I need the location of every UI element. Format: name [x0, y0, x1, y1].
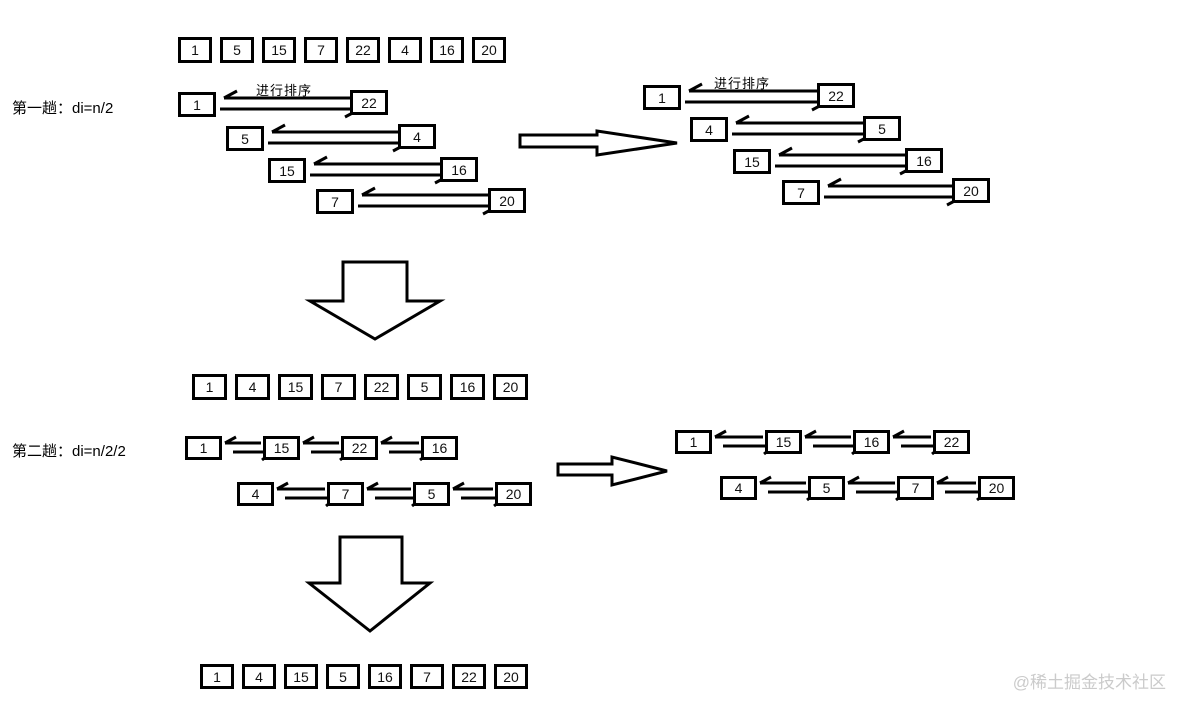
initial-array-cell: 20 — [472, 37, 506, 63]
pair-arrowhead-left — [688, 82, 703, 93]
pass2-right-box: 7 — [897, 476, 934, 500]
final-array-cell: 16 — [368, 664, 402, 689]
chain-arrowhead-left — [224, 435, 237, 445]
pass2-label: 第二趟：di=n/2/2 — [12, 443, 126, 460]
pass1-left-box: 1 — [178, 92, 216, 117]
pass2-right-box: 15 — [765, 430, 802, 454]
final-array-cell: 15 — [284, 664, 318, 689]
big-right-arrow-1 — [518, 129, 678, 157]
pair-arrowhead-left — [223, 89, 238, 100]
pass1-right-box: 15 — [733, 149, 771, 174]
pass1-left-box: 7 — [316, 189, 354, 214]
pass1-left-box: 15 — [268, 158, 306, 183]
chain-arrowhead-left — [759, 475, 772, 485]
final-array-cell: 5 — [326, 664, 360, 689]
final-array-cell: 4 — [242, 664, 276, 689]
pass1-left-box: 22 — [350, 90, 388, 115]
pass2-right-box: 4 — [720, 476, 757, 500]
pair-arrowhead-left — [361, 186, 376, 197]
pass2-right-box: 20 — [978, 476, 1015, 500]
pass1-right-box: 7 — [782, 180, 820, 205]
after-pass1-array-cell: 16 — [450, 374, 485, 400]
pass1-left-box: 20 — [488, 188, 526, 213]
initial-array-cell: 7 — [304, 37, 338, 63]
after-pass1-array-cell: 22 — [364, 374, 399, 400]
pass1-left-box: 16 — [440, 157, 478, 182]
pass2-left-box: 5 — [413, 482, 450, 506]
after-pass1-array-cell: 4 — [235, 374, 270, 400]
after-pass1-array-cell: 7 — [321, 374, 356, 400]
pass2-left-box: 15 — [263, 436, 300, 460]
pass1-left-box: 5 — [226, 126, 264, 151]
chain-arrowhead-left — [804, 429, 817, 439]
pass2-left-box: 1 — [185, 436, 222, 460]
final-array-cell: 22 — [452, 664, 486, 689]
sort-hint-right: 进行排序 — [714, 76, 771, 91]
chain-arrowhead-left — [276, 481, 289, 491]
initial-array-cell: 1 — [178, 37, 212, 63]
pass2-left-box: 20 — [495, 482, 532, 506]
sort-hint-left: 进行排序 — [256, 83, 313, 98]
big-right-arrow-2 — [556, 455, 668, 487]
pair-arrowhead-left — [271, 123, 286, 134]
pass2-left-box: 22 — [341, 436, 378, 460]
initial-array-cell: 22 — [346, 37, 380, 63]
pass1-right-box: 4 — [690, 117, 728, 142]
chain-arrowhead-left — [714, 429, 727, 439]
final-array-cell: 7 — [410, 664, 444, 689]
chain-arrowhead-left — [847, 475, 860, 485]
pass1-right-box: 5 — [863, 116, 901, 141]
pair-arrowhead-left — [827, 177, 842, 188]
pass2-left-box: 4 — [237, 482, 274, 506]
initial-array-cell: 16 — [430, 37, 464, 63]
final-array-cell: 1 — [200, 664, 234, 689]
pass1-label: 第一趟：di=n/2 — [12, 100, 114, 117]
chain-arrowhead-left — [452, 481, 465, 491]
pair-arrowhead-left — [735, 114, 750, 125]
pass1-right-box: 16 — [905, 148, 943, 173]
chain-arrowhead-left — [380, 435, 393, 445]
pair-arrowhead-left — [313, 155, 328, 166]
pass2-left-box: 16 — [421, 436, 458, 460]
initial-array-cell: 5 — [220, 37, 254, 63]
chain-arrowhead-left — [892, 429, 905, 439]
initial-array-cell: 4 — [388, 37, 422, 63]
pass2-right-box: 5 — [808, 476, 845, 500]
pass1-right-box: 20 — [952, 178, 990, 203]
pass2-right-box: 16 — [853, 430, 890, 454]
after-pass1-array-cell: 5 — [407, 374, 442, 400]
chain-arrowhead-left — [302, 435, 315, 445]
after-pass1-array-cell: 20 — [493, 374, 528, 400]
pass1-right-box: 1 — [643, 85, 681, 110]
final-array-cell: 20 — [494, 664, 528, 689]
pass1-right-box: 22 — [817, 83, 855, 108]
big-down-arrow-2 — [304, 535, 435, 633]
initial-array-cell: 15 — [262, 37, 296, 63]
watermark: @稀土掘金技术社区 — [1012, 673, 1166, 692]
pass1-left-box: 4 — [398, 124, 436, 149]
chain-arrowhead-left — [936, 475, 949, 485]
after-pass1-array-cell: 1 — [192, 374, 227, 400]
pass2-left-box: 7 — [327, 482, 364, 506]
after-pass1-array-cell: 15 — [278, 374, 313, 400]
big-down-arrow-1 — [304, 260, 446, 341]
chain-arrowhead-left — [366, 481, 379, 491]
pass2-right-box: 1 — [675, 430, 712, 454]
pair-arrowhead-left — [778, 146, 793, 157]
pass2-right-box: 22 — [933, 430, 970, 454]
